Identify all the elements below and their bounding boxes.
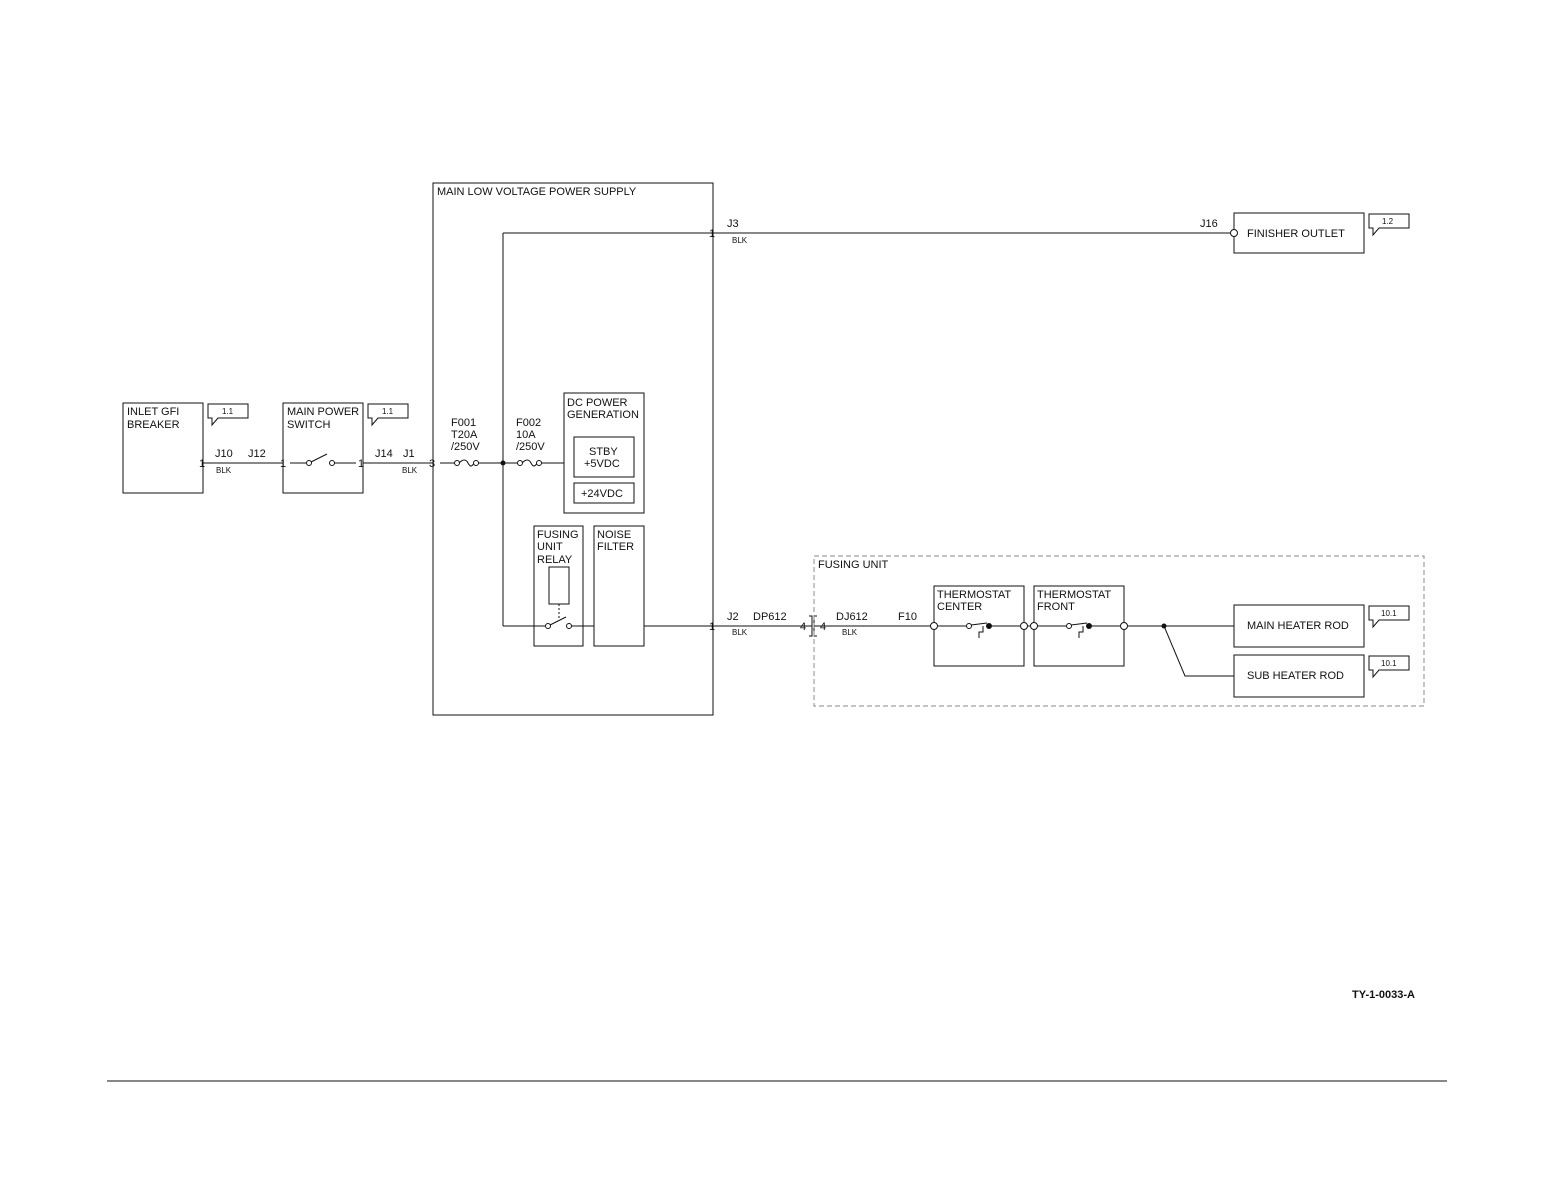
sub-heater-rod: SUB HEATER ROD 10.1 (1233, 654, 1410, 698)
fuse-f001: F001 T20A /250V (440, 417, 503, 467)
svg-text:BLK: BLK (842, 628, 858, 637)
svg-text:THERMOSTAT: THERMOSTAT (1037, 589, 1111, 601)
svg-text:RELAY: RELAY (537, 554, 573, 566)
pin-label: 1 (280, 458, 286, 470)
svg-text:SWITCH: SWITCH (287, 419, 330, 431)
ref-tag: 1.2 (1382, 217, 1394, 226)
svg-text:BLK: BLK (732, 628, 748, 637)
svg-text:INLET GFI: INLET GFI (127, 406, 179, 418)
ref-tag: 1.1 (222, 407, 234, 416)
dc-power-generation: DC POWER GENERATION STBY +5VDC +24VDC (563, 392, 645, 514)
finisher-outlet: FINISHER OUTLET 1.2 (1230, 212, 1410, 254)
svg-text:J14: J14 (375, 448, 393, 460)
pin-label: 3 (429, 458, 435, 470)
fusing-unit-relay: FUSING UNIT RELAY (533, 525, 594, 647)
svg-text:J2: J2 (727, 611, 739, 623)
svg-text:T20A: T20A (451, 429, 478, 441)
svg-text:FRONT: FRONT (1037, 601, 1075, 613)
svg-text:4: 4 (800, 621, 806, 633)
svg-text:FILTER: FILTER (597, 541, 634, 553)
svg-text:DC POWER: DC POWER (567, 397, 628, 409)
svg-text:F002: F002 (516, 417, 541, 429)
svg-text:UNIT: UNIT (537, 541, 563, 553)
wire-j10-j12: J10 J12 BLK (203, 448, 283, 475)
svg-text:GENERATION: GENERATION (567, 409, 639, 421)
svg-text:J3: J3 (727, 218, 739, 230)
fuse-f002: F002 10A /250V (503, 417, 564, 467)
svg-text:F10: F10 (898, 611, 917, 623)
main-heater-rod: MAIN HEATER ROD 10.1 (1233, 604, 1410, 648)
svg-text:DJ612: DJ612 (836, 611, 868, 623)
svg-text:SUB HEATER ROD: SUB HEATER ROD (1247, 670, 1344, 682)
pin-label: 1 (358, 458, 364, 470)
wire-j14-j1: J14 J1 BLK (363, 448, 433, 475)
svg-text:BLK: BLK (216, 466, 232, 475)
svg-text:+5VDC: +5VDC (584, 458, 620, 470)
svg-text:/250V: /250V (451, 441, 480, 453)
svg-text:MAIN LOW VOLTAGE POWER SUPPLY: MAIN LOW VOLTAGE POWER SUPPLY (437, 186, 637, 198)
svg-text:NOISE: NOISE (597, 529, 631, 541)
thermostat-center: THERMOSTAT CENTER (930, 585, 1028, 667)
main-low-voltage-power-supply: MAIN LOW VOLTAGE POWER SUPPLY 3 F001 T20… (429, 182, 715, 716)
wire-j3-j16: J3 BLK J16 (713, 218, 1230, 245)
main-power-switch: MAIN POWER SWITCH 1.1 1 1 (280, 402, 409, 494)
svg-text:MAIN POWER: MAIN POWER (287, 406, 359, 418)
svg-text:J12: J12 (248, 448, 266, 460)
ref-tag: 1.1 (382, 407, 394, 416)
svg-text:J1: J1 (403, 448, 415, 460)
svg-text:BLK: BLK (732, 236, 748, 245)
svg-text:10A: 10A (516, 429, 536, 441)
svg-text:J10: J10 (215, 448, 233, 460)
svg-text:FINISHER OUTLET: FINISHER OUTLET (1247, 228, 1345, 240)
svg-text:FUSING UNIT: FUSING UNIT (818, 559, 889, 571)
svg-text:4: 4 (820, 621, 826, 633)
svg-text:FUSING: FUSING (537, 529, 579, 541)
pin-label: 1 (199, 458, 205, 470)
svg-text:MAIN HEATER ROD: MAIN HEATER ROD (1247, 620, 1349, 632)
noise-filter: NOISE FILTER (593, 525, 645, 647)
svg-text:F001: F001 (451, 417, 476, 429)
svg-text:/250V: /250V (516, 441, 545, 453)
svg-text:+24VDC: +24VDC (581, 488, 623, 500)
pin-label: 1 (709, 621, 715, 633)
thermostat-front: THERMOSTAT FRONT (1030, 585, 1128, 667)
svg-text:BREAKER: BREAKER (127, 419, 180, 431)
svg-text:THERMOSTAT: THERMOSTAT (937, 589, 1011, 601)
svg-text:STBY: STBY (589, 446, 618, 458)
svg-text:CENTER: CENTER (937, 601, 982, 613)
pin-label: 1 (709, 228, 715, 240)
ref-tag: 10.1 (1381, 659, 1397, 668)
wire-j2-dp612: J2 BLK DP612 (713, 611, 812, 637)
ref-tag: 10.1 (1381, 609, 1397, 618)
svg-text:DP612: DP612 (753, 611, 787, 623)
fusing-unit: FUSING UNIT DJ612 BLK F10 THERMOSTAT CEN… (813, 555, 1425, 707)
svg-text:J16: J16 (1200, 218, 1218, 230)
document-id: TY-1-0033-A (1352, 989, 1415, 1001)
svg-text:BLK: BLK (402, 466, 418, 475)
inlet-gfi-breaker: INLET GFI BREAKER 1.1 1 (122, 402, 249, 494)
